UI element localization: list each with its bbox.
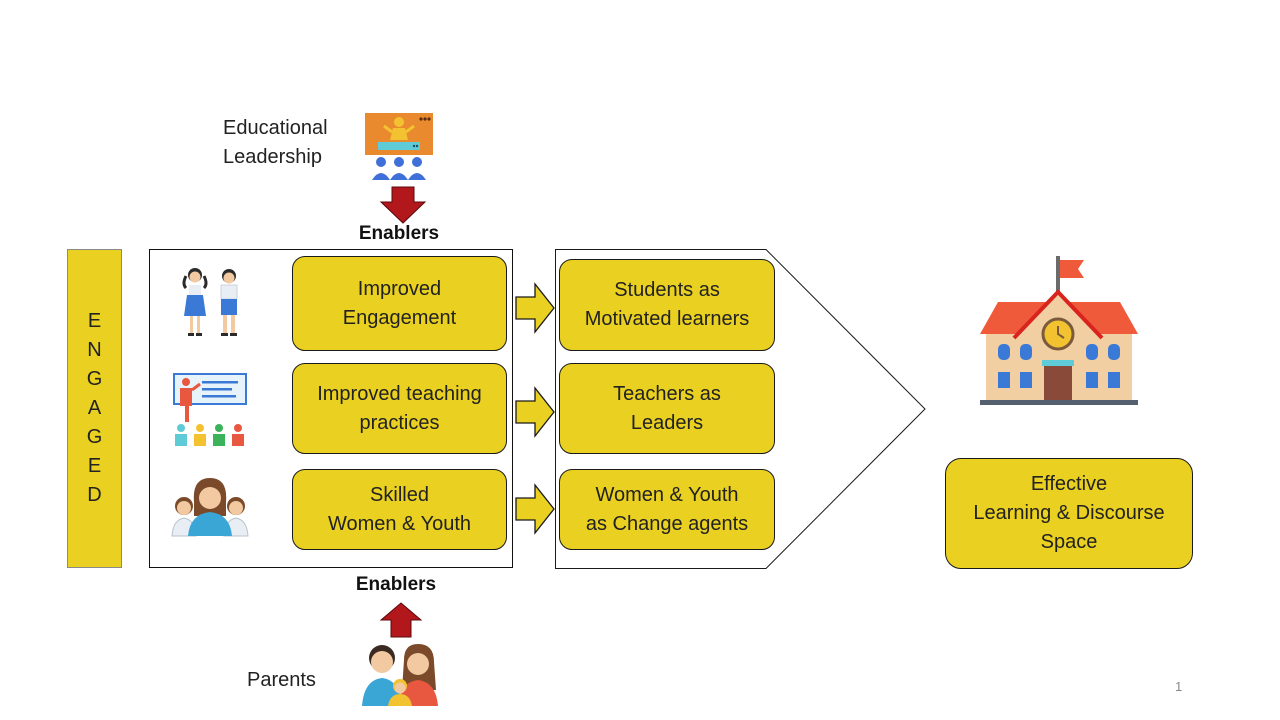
down-arrow-icon (379, 186, 427, 229)
parents-label: Parents (247, 669, 316, 691)
outcome-pill-women-youth: Women & Youth as Change agents (559, 469, 775, 550)
school-building-icon (978, 254, 1140, 413)
outcome-pill-teachers: Teachers as Leaders (559, 363, 775, 454)
input-pill-engagement: Improved Engagement (292, 256, 507, 351)
leadership-conference-icon (364, 112, 434, 187)
right-arrow-icon (515, 483, 555, 539)
educational-leadership-label-line1: Educational (223, 117, 328, 139)
women-youth-group-icon (170, 476, 250, 543)
educational-leadership-label-line2: Leadership (223, 146, 322, 168)
engaged-letter: A (87, 397, 102, 419)
enablers-label-bottom: Enablers (355, 574, 437, 595)
up-arrow-icon (379, 602, 423, 643)
engaged-letter: D (87, 484, 102, 506)
students-icon (178, 266, 248, 343)
teacher-classroom-icon (172, 372, 248, 453)
input-pill-women-youth: Skilled Women & Youth (292, 469, 507, 550)
engaged-letter: E (87, 455, 102, 477)
page-number: 1 (1175, 679, 1183, 694)
input-pill-teaching: Improved teaching practices (292, 363, 507, 454)
engaged-letter: G (86, 368, 103, 390)
enablers-label-top: Enablers (358, 223, 440, 244)
engaged-letter: G (86, 426, 103, 448)
engaged-letter: E (87, 310, 102, 332)
engaged-letter: N (87, 339, 102, 361)
family-icon (360, 642, 440, 711)
right-arrow-icon (515, 282, 555, 338)
right-arrow-icon (515, 386, 555, 442)
educational-leadership-label: Educational Leadership (223, 114, 328, 172)
engaged-bar: E N G A G E D (67, 249, 122, 568)
outcome-pill-students: Students as Motivated learners (559, 259, 775, 351)
goal-pill: Effective Learning & Discourse Space (945, 458, 1193, 569)
